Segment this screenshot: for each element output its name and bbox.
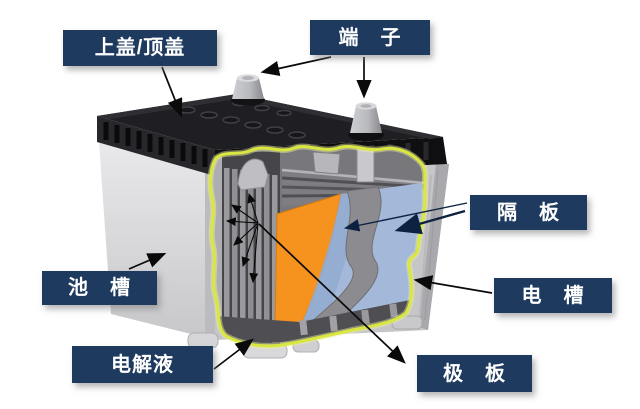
plates (222, 152, 280, 344)
cutaway-outline (208, 144, 427, 348)
case-ridge (424, 169, 439, 321)
cover-top-sheen (97, 94, 443, 139)
label-separator-text: 隔 板 (497, 201, 560, 224)
cover-vents (178, 99, 306, 139)
label-container-text: 电 槽 (521, 284, 585, 307)
cover-left-ribs (103, 122, 208, 167)
label-separator: 隔 板 (470, 195, 587, 230)
label-electrolyte: 电解液 (72, 346, 213, 383)
cutaway-section (207, 143, 429, 349)
label-terminal-text: 端 子 (338, 26, 402, 49)
arrow-electrolyte (213, 338, 255, 370)
arrow-terminal-left (260, 56, 332, 76)
terminal-posts (231, 74, 384, 141)
label-cell-tank-text: 池 槽 (68, 277, 131, 299)
label-top-cover: 上盖/顶盖 (63, 30, 217, 66)
annotation-arrows (128, 56, 493, 370)
arrow-plate-leader (258, 223, 406, 364)
arrow-top-cover (161, 66, 183, 118)
plate-pointer-rays (225, 192, 259, 284)
case-left-face (99, 142, 215, 340)
terminal-post-inner (356, 146, 375, 183)
label-terminal: 端 子 (310, 20, 430, 55)
terminal-right (348, 102, 384, 141)
arrow-container (413, 275, 493, 294)
terminal-left (231, 74, 265, 106)
label-plate-text: 极 板 (443, 362, 506, 385)
arrow-cell-tank (128, 252, 167, 270)
cutaway-bottom (216, 300, 414, 344)
vent-block (312, 151, 341, 175)
label-cell-tank: 池 槽 (42, 271, 157, 305)
arrow-separator-2 (394, 209, 466, 235)
case-ridge (419, 174, 432, 316)
label-top-cover-text: 上盖/顶盖 (94, 37, 186, 59)
label-container: 电 槽 (494, 278, 612, 313)
case-foot (391, 315, 423, 330)
label-plate: 极 板 (417, 355, 532, 392)
label-electrolyte-text: 电解液 (111, 353, 174, 376)
